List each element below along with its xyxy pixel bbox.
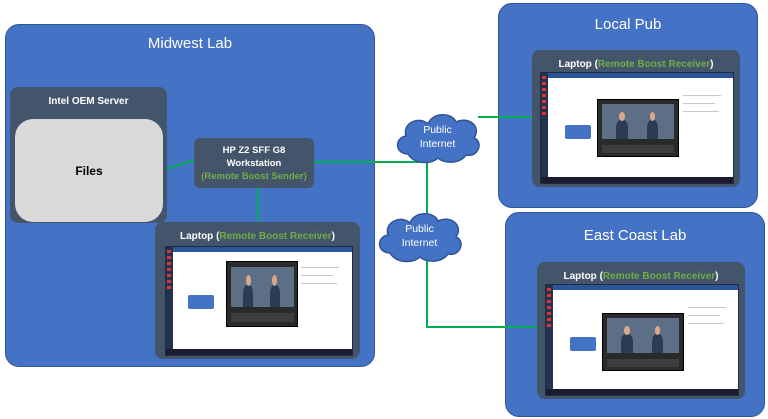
- cloud-lower-line1: Public: [405, 223, 434, 235]
- workstation-role: (Remote Boost Sender): [201, 170, 307, 182]
- laptop-midwest-screen: [165, 246, 353, 356]
- workstation-node: HP Z2 SFF G8 Workstation (Remote Boost S…: [194, 138, 314, 188]
- laptop-midwest: Laptop (Remote Boost Receiver): [155, 222, 360, 359]
- region-title-midwest-lab: Midwest Lab: [147, 35, 233, 52]
- video-feed-eastcoast: [602, 313, 684, 371]
- video-feed-midwest: [226, 261, 298, 327]
- laptop-pub-role: Remote Boost Receiver: [597, 59, 711, 70]
- laptop-eastcoast: Laptop (Remote Boost Receiver): [537, 262, 745, 399]
- workstation-line1: HP Z2 SFF G8: [222, 144, 286, 156]
- laptop-midwest-role: Remote Boost Receiver: [219, 231, 332, 242]
- region-title-east-coast-lab: East Coast Lab: [583, 227, 687, 244]
- cloud-public-internet-lower: Public Internet: [372, 207, 467, 265]
- laptop-pub-screen: [540, 72, 734, 184]
- cloud-public-internet-upper: Public Internet: [390, 108, 485, 166]
- video-feed-pub: [597, 99, 679, 157]
- region-title-local-pub: Local Pub: [594, 16, 662, 33]
- laptop-eastcoast-role: Remote Boost Receiver: [602, 271, 716, 282]
- workstation-line2: Workstation: [226, 157, 282, 169]
- laptop-eastcoast-screen: [545, 284, 739, 396]
- laptop-eastcoast-title: Laptop (Remote Boost Receiver): [563, 271, 719, 282]
- cloud-upper-line2: Internet: [419, 138, 456, 150]
- server-title: Intel OEM Server: [48, 96, 129, 107]
- link-server-workstation: [163, 159, 195, 171]
- files-storage: Files: [15, 119, 163, 222]
- cloud-upper-line1: Public: [423, 124, 452, 136]
- laptop-pub: Laptop (Remote Boost Receiver): [532, 50, 740, 187]
- laptop-pub-title: Laptop (Remote Boost Receiver): [558, 59, 714, 70]
- laptop-midwest-title: Laptop (Remote Boost Receiver): [179, 231, 336, 242]
- workstation-role-label: Remote Boost Sender: [204, 170, 304, 182]
- cloud-lower-line2: Internet: [401, 237, 438, 249]
